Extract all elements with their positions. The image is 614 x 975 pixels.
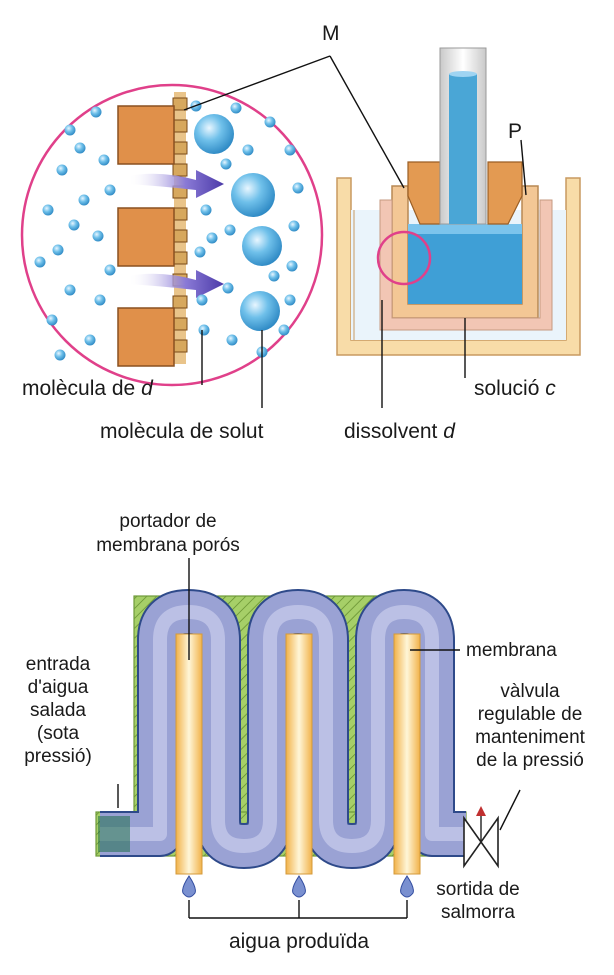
flow-arrow-upper [128,170,224,198]
inlet-flow [98,816,130,852]
osmosis-vessel [336,47,581,356]
solvent-molecule [220,158,232,170]
label-molecule-of-d: molècula de d [22,377,154,400]
valve-icon [463,806,499,869]
label-carrier-line2: membrana porós [96,535,240,556]
solvent-molecule [104,264,116,276]
solvent-molecule [278,324,290,336]
solvent-molecule [54,349,66,361]
label-outlet-1: sortida de [436,879,519,900]
carrier-tube-3 [393,633,421,875]
label-solvent: dissolvent d [344,420,456,443]
solvent-molecule [268,270,280,282]
solvent-molecule [94,294,106,306]
solute-molecules [194,114,282,331]
solvent-molecule [64,124,76,136]
solvent-molecule [284,144,296,156]
solvent-molecule [64,284,76,296]
label-valve-2: regulable de [478,704,583,725]
solvent-molecule [194,246,206,258]
solvent-molecule [284,294,296,306]
solvent-molecule [288,220,300,232]
solvent-molecules [34,100,304,361]
label-p: P [508,120,522,143]
label-carrier-line1: portador de [119,511,216,532]
solvent-molecule [98,154,110,166]
label-valve-3: manteniment [475,727,586,748]
membrane-pore [172,163,188,177]
label-membrane: membrana [466,640,557,661]
solvent-molecule [196,294,208,306]
solvent-molecule [242,144,254,156]
membrane-pore [172,97,188,111]
label-inlet-5: pressió) [24,746,92,767]
solvent-molecule [222,282,234,294]
solvent-molecule [34,256,46,268]
solvent-molecule [230,102,242,114]
top-leader-lines [183,55,527,408]
label-solution: solució c [474,377,556,400]
label-m: M [322,22,340,45]
label-outlet-2: salmorra [441,902,515,923]
solvent-molecule [74,142,86,154]
solvent-molecule [224,224,236,236]
solvent-molecule [56,164,68,176]
bottom-leader-lines [117,558,521,919]
solvent-molecule [198,324,210,336]
zoom-marker [376,230,432,286]
membrane-pore [172,317,188,331]
solvent-molecule [42,204,54,216]
product-water-drops [182,875,414,898]
reverse-osmosis-module [95,589,499,898]
label-product-water: aigua produïda [229,930,369,953]
solvent-molecule [84,334,96,346]
membrane-highlight [100,605,466,853]
carrier-tube-1 [175,633,203,875]
membrane-pore [172,251,188,265]
label-inlet-1: entrada [26,654,91,675]
membrane-pore [172,229,188,243]
label-inlet-3: salada [30,700,86,721]
zoom-circle-group [20,83,324,387]
label-inlet-2: d'aigua [28,677,89,698]
solvent-molecule [286,260,298,272]
solvent-molecule [46,314,58,326]
solvent-molecule [104,184,116,196]
label-inlet-4: (sota [37,723,80,744]
solvent-molecule [52,244,64,256]
membrane-pore [172,339,188,353]
membrane-pore [172,119,188,133]
solvent-molecule [90,106,102,118]
solvent-molecule [92,230,104,242]
flow-arrow-lower [128,270,224,298]
solvent-molecule [200,204,212,216]
membrane-pore [172,295,188,309]
solvent-molecule [78,194,90,206]
solvent-molecule [292,182,304,194]
solvent-molecule-blocks [117,105,175,367]
label-valve-4: de la pressió [476,750,584,771]
label-valve-1: vàlvula [500,681,560,702]
solvent-molecule [226,334,238,346]
carrier-tube-2 [285,633,313,875]
membrane-pore [172,207,188,221]
membrane-pore [172,141,188,155]
solvent-molecule [264,116,276,128]
solvent-molecule [206,232,218,244]
solvent-molecule [68,219,80,231]
label-solute-molecule: molècula de solut [100,420,264,443]
